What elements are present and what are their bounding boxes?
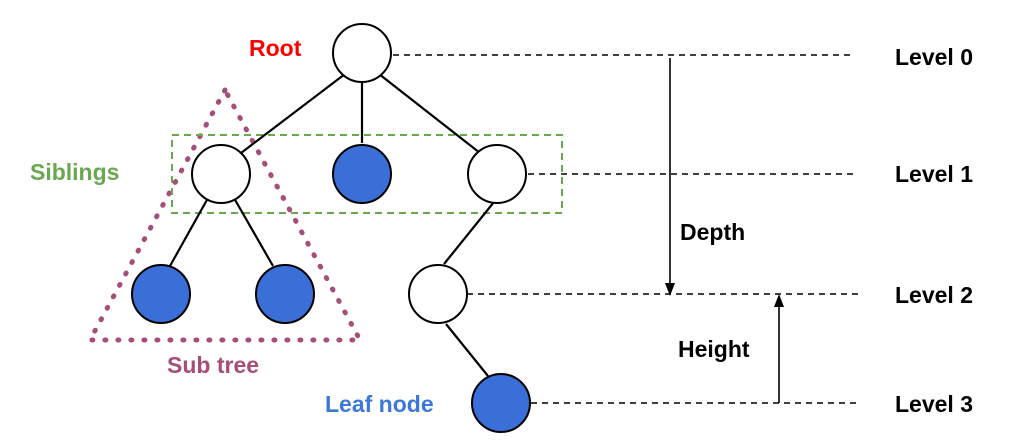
siblings-label: Siblings <box>30 159 119 185</box>
node-l1-right <box>467 144 527 204</box>
edge-root-l1-right <box>378 73 481 154</box>
root-label: Root <box>249 35 302 61</box>
level-guides <box>393 54 858 404</box>
level-2-label: Level 2 <box>895 282 973 308</box>
node-l1-left <box>191 144 251 204</box>
siblings-outline <box>171 134 563 214</box>
node-l1-mid <box>332 144 392 204</box>
node-l2-b <box>255 264 315 324</box>
depth-arrow <box>665 58 675 296</box>
height-label: Height <box>678 336 750 362</box>
node-l2-a <box>131 264 191 324</box>
edge-l1-right-l2-c <box>443 201 495 265</box>
edge-root-l1-left <box>240 73 346 154</box>
subtree-label: Sub tree <box>167 352 259 378</box>
depth-label: Depth <box>680 219 745 245</box>
tree-edges <box>169 73 495 377</box>
level-0-label: Level 0 <box>895 44 973 70</box>
height-arrow <box>774 294 784 403</box>
tree-nodes <box>131 23 531 433</box>
edge-l2-c-l3-leaf <box>445 323 489 377</box>
leaf-node-label: Leaf node <box>325 391 434 417</box>
level-3-label: Level 3 <box>895 391 973 417</box>
edge-l1-left-l2-a <box>169 197 209 267</box>
subtree-outline <box>85 84 365 343</box>
node-root <box>332 23 392 83</box>
node-l3-leaf <box>471 373 531 433</box>
level-1-label: Level 1 <box>895 161 973 187</box>
node-l2-c <box>408 264 468 324</box>
edge-l1-left-l2-b <box>233 197 274 267</box>
